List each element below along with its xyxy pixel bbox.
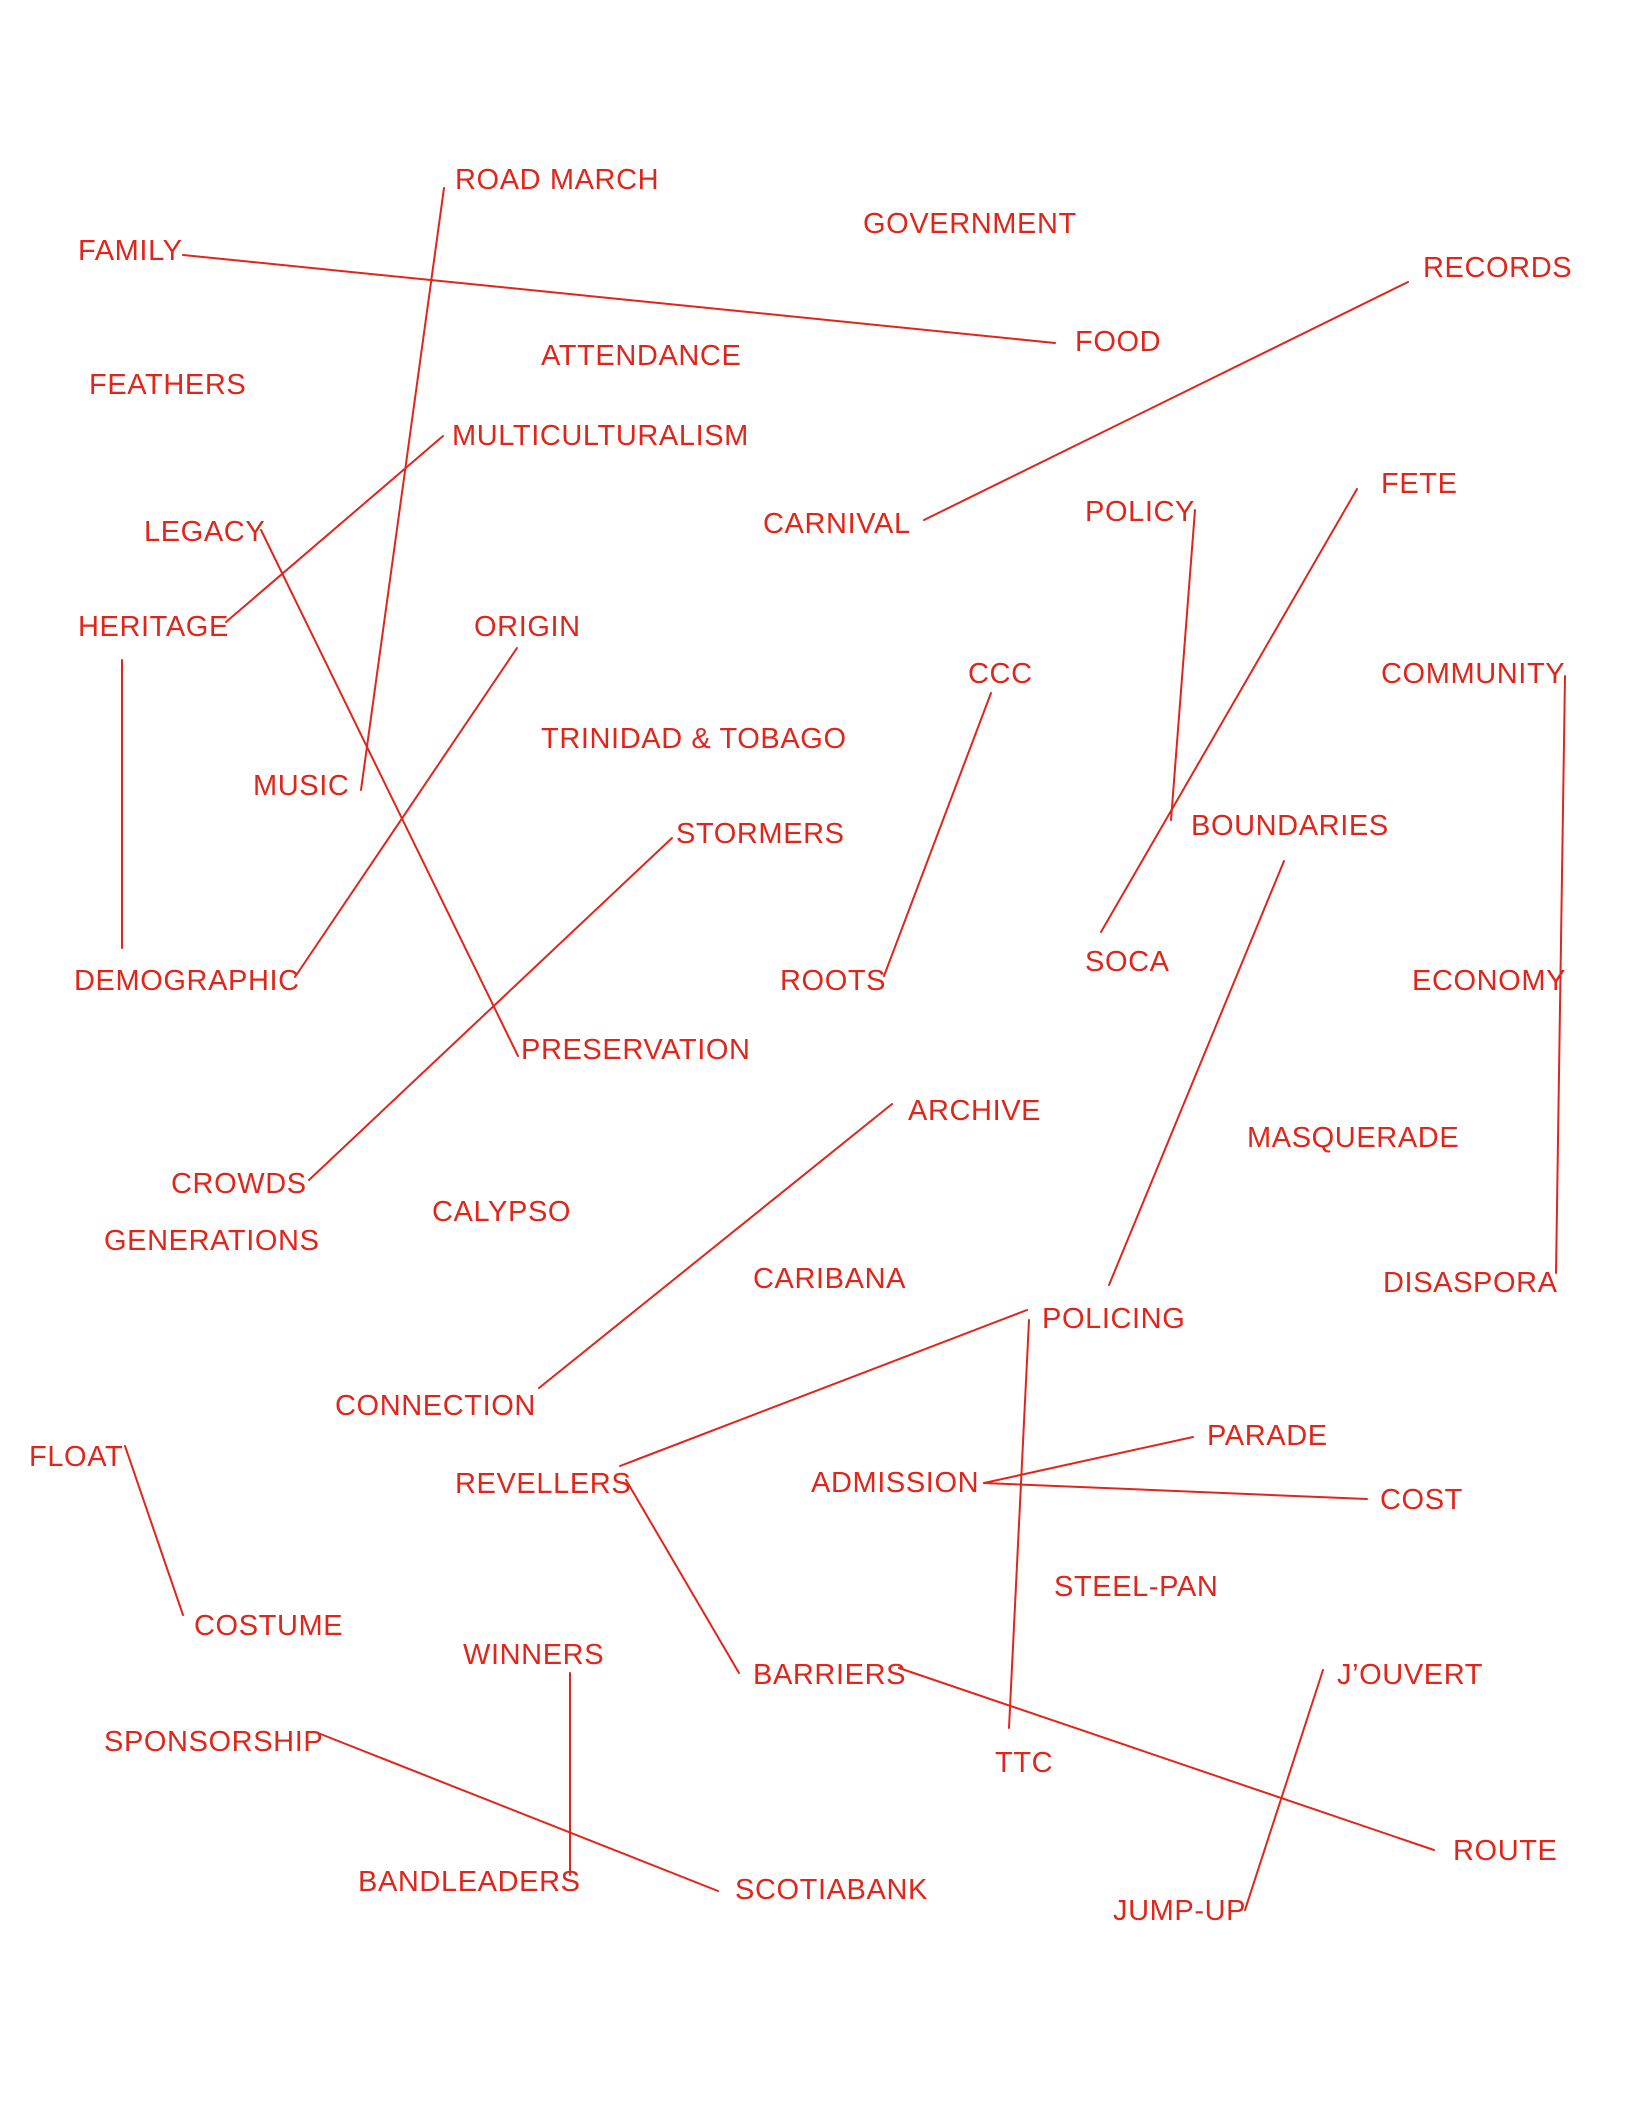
link-road-march-music xyxy=(360,187,445,791)
link-jouvert-jump-up xyxy=(1244,1669,1324,1911)
link-boundaries-policing xyxy=(1108,860,1285,1286)
term-government: GOVERNMENT xyxy=(863,208,1077,240)
link-sponsorship-scotiabank xyxy=(317,1732,719,1892)
link-fete-soca xyxy=(1100,488,1358,933)
link-policy-boundaries xyxy=(1170,509,1196,821)
term-music: MUSIC xyxy=(253,770,349,802)
link-stormers-crowds xyxy=(308,837,673,1181)
term-steel-pan: STEEL-PAN xyxy=(1054,1571,1218,1603)
term-multiculturalism: MULTICULTURALISM xyxy=(452,420,749,452)
term-archive: ARCHIVE xyxy=(908,1095,1041,1127)
link-admission-cost xyxy=(983,1482,1368,1500)
link-policing-ttc xyxy=(1008,1319,1030,1729)
term-legacy: LEGACY xyxy=(144,516,265,548)
term-jouvert: J’OUVERT xyxy=(1337,1659,1483,1691)
term-feathers: FEATHERS xyxy=(89,369,246,401)
link-ccc-roots xyxy=(883,692,992,977)
term-policing: POLICING xyxy=(1042,1303,1185,1335)
link-float-costume xyxy=(124,1445,184,1616)
term-costume: COSTUME xyxy=(194,1610,343,1642)
term-family: FAMILY xyxy=(78,235,183,267)
link-origin-demographic xyxy=(294,647,518,978)
term-generations: GENERATIONS xyxy=(104,1225,320,1257)
term-preservation: PRESERVATION xyxy=(521,1034,751,1066)
link-policing-revellers xyxy=(619,1309,1028,1467)
term-ttc: TTC xyxy=(995,1747,1053,1779)
link-archive-connection xyxy=(538,1103,893,1389)
term-caribana: CARIBANA xyxy=(753,1263,906,1295)
term-fete: FETE xyxy=(1381,468,1458,500)
term-boundaries: BOUNDARIES xyxy=(1191,810,1389,842)
term-disaspora: DISASPORA xyxy=(1383,1267,1558,1299)
term-attendance: ATTENDANCE xyxy=(541,340,741,372)
term-connection: CONNECTION xyxy=(335,1390,536,1422)
term-scotiabank: SCOTIABANK xyxy=(735,1874,928,1906)
term-trinidad-tobago: TRINIDAD & TOBAGO xyxy=(541,723,847,755)
term-parade: PARADE xyxy=(1207,1420,1328,1452)
link-revellers-barriers xyxy=(625,1479,740,1674)
term-calypso: CALYPSO xyxy=(432,1196,571,1228)
link-records-carnival xyxy=(923,281,1409,521)
term-float: FLOAT xyxy=(29,1441,123,1473)
link-community-disaspora xyxy=(1555,675,1566,1274)
term-barriers: BARRIERS xyxy=(753,1659,906,1691)
term-bandleaders: BANDLEADERS xyxy=(358,1866,581,1898)
term-heritage: HERITAGE xyxy=(78,611,229,643)
term-jump-up: JUMP-UP xyxy=(1113,1895,1246,1927)
term-revellers: REVELLERS xyxy=(455,1468,631,1500)
term-ccc: CCC xyxy=(968,658,1033,690)
term-roots: ROOTS xyxy=(780,965,886,997)
term-admission: ADMISSION xyxy=(811,1467,979,1499)
term-route: ROUTE xyxy=(1453,1835,1558,1867)
term-origin: ORIGIN xyxy=(474,611,581,643)
term-winners: WINNERS xyxy=(463,1639,604,1671)
term-records: RECORDS xyxy=(1423,252,1572,284)
term-economy: ECONOMY xyxy=(1412,965,1566,997)
term-soca: SOCA xyxy=(1085,946,1170,978)
term-stormers: STORMERS xyxy=(676,818,845,850)
connection-lines xyxy=(121,187,1566,1911)
term-masquerade: MASQUERADE xyxy=(1247,1122,1459,1154)
term-road-march: ROAD MARCH xyxy=(455,164,659,196)
term-cost: COST xyxy=(1380,1484,1463,1516)
term-policy: POLICY xyxy=(1085,496,1195,528)
term-demographic: DEMOGRAPHIC xyxy=(74,965,300,997)
link-admission-parade xyxy=(983,1436,1194,1484)
link-barriers-route xyxy=(898,1667,1435,1851)
link-multiculturalism-heritage xyxy=(225,435,444,623)
term-community: COMMUNITY xyxy=(1381,658,1565,690)
word-labels: ROAD MARCH GOVERNMENT FAMILY RECORDS FOO… xyxy=(29,164,1572,1927)
link-family-food xyxy=(182,254,1056,344)
term-carnival: CARNIVAL xyxy=(763,508,911,540)
term-crowds: CROWDS xyxy=(171,1168,307,1200)
link-legacy-preservation xyxy=(260,529,519,1057)
term-sponsorship: SPONSORSHIP xyxy=(104,1726,323,1758)
term-food: FOOD xyxy=(1075,326,1161,358)
